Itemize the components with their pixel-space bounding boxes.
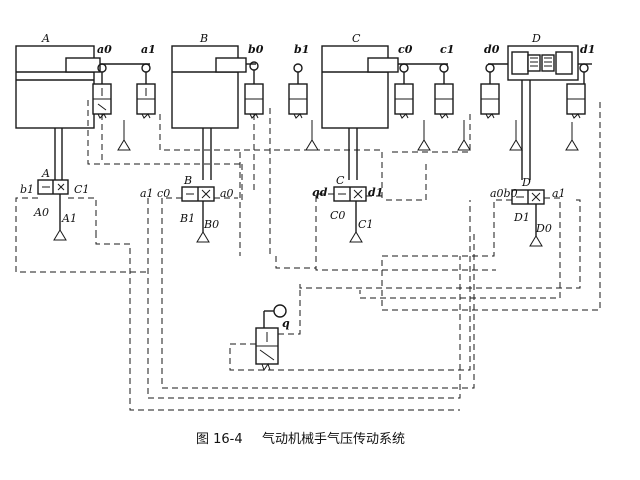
label-b0: b0 [248,43,264,56]
limit-valve-c0 [394,63,431,151]
limit-valve-c1 [434,63,471,151]
start-valve-q [255,304,287,372]
valve-b-bl: B1 [179,212,195,225]
valve-a [37,179,69,241]
label-d1: d1 [580,43,595,56]
valve-b-top: B [183,174,192,187]
limit-valve-a0 [92,63,112,160]
valve-d-br: D0 [535,222,552,235]
pilot-lines [15,100,601,411]
label-c0: c0 [398,43,413,56]
figure-title: 气动机械手气压传动系统 [262,431,405,447]
cylinder-b [171,45,256,180]
valve-b-left: a1 c0 [140,187,170,200]
valve-c-right: d1 [368,186,383,199]
cylinder-a [15,45,150,180]
valve-a-top: A [41,167,50,180]
valve-b-right: a0 [220,187,234,200]
limit-valve-b0 [244,61,264,190]
valve-d-right: a1 [552,187,566,200]
valve-a-br: A1 [61,212,77,225]
label-b1: b1 [294,43,309,56]
valve-c-top: C [336,174,345,187]
cylinder-b-label: B [199,32,208,45]
valve-d-bl: D1 [513,211,530,224]
valve-c-left: qd [312,186,328,199]
valve-a-right: C1 [74,183,89,196]
valve-a-left: b1 [20,183,34,196]
valve-c-bl: C0 [330,209,345,222]
label-c1: c1 [440,43,454,56]
label-q: q [282,317,290,330]
label-d0: d0 [484,43,500,56]
label-a0: a0 [97,43,112,56]
valve-c [333,186,367,243]
limit-valve-a1 [117,63,156,151]
cylinder-c-label: C [352,32,361,45]
valve-d-top: D [521,176,531,189]
valve-d-left: a0b0 [490,187,518,200]
limit-valve-d1 [565,63,589,151]
valve-a-bl: A0 [33,206,49,219]
valve-c-br: C1 [358,218,373,231]
limit-valve-b1 [288,63,319,151]
cylinder-c [321,45,448,180]
label-a1: a1 [141,43,156,56]
cylinder-a-label: A [41,32,50,45]
limit-valve-d0 [480,63,523,151]
cylinder-d-label: D [531,32,541,45]
valve-b-br: B0 [203,218,219,231]
cylinder-d [488,45,592,180]
figure-number: 图 16-4 [196,432,243,447]
valve-d [511,189,545,247]
valve-b [181,186,215,243]
